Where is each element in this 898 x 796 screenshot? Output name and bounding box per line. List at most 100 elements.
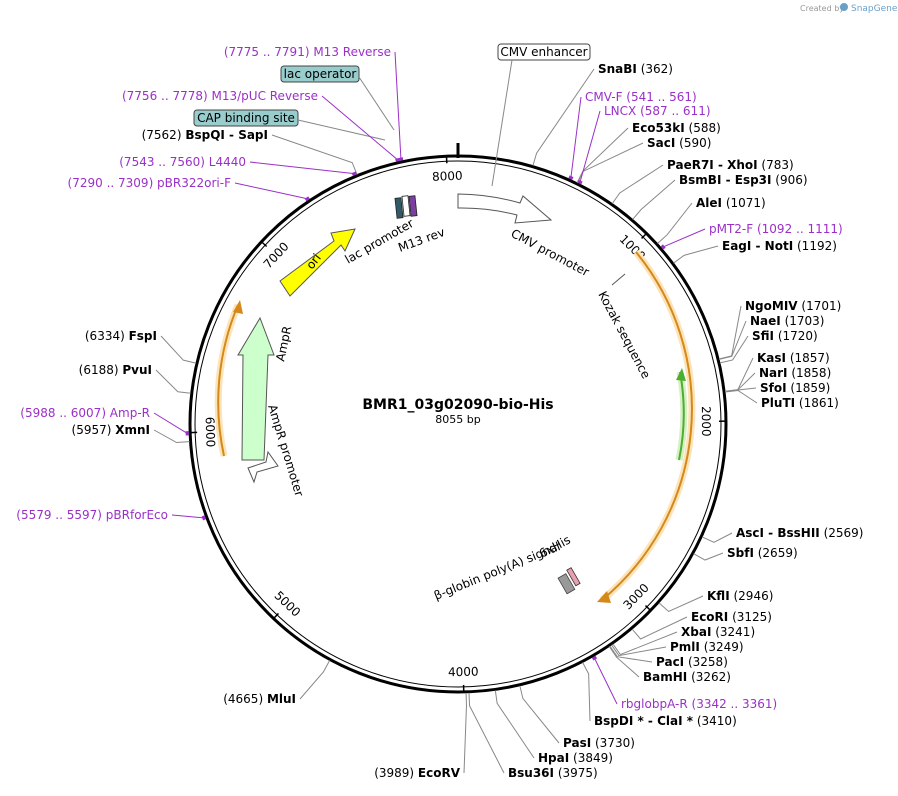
primer-leader xyxy=(394,51,402,160)
primer-marker xyxy=(351,171,357,176)
site-leader xyxy=(532,68,595,166)
ruler-tick xyxy=(644,605,652,611)
site-leader xyxy=(632,179,676,220)
restriction-site-label: AscI - BssHII (2569) xyxy=(736,526,863,540)
feature-label-polya: β-globin poly(A) signal xyxy=(432,539,562,603)
feature-label-cmv-promoter: CMV promoter xyxy=(509,226,592,279)
credit-brand: SnapGene xyxy=(851,4,898,14)
ampr-arrow xyxy=(237,316,275,461)
cap-site-leader xyxy=(297,119,386,141)
site-leader xyxy=(611,644,667,657)
restriction-site-label: PmlI (3249) xyxy=(670,640,744,654)
restriction-site-label: (6334) FspI xyxy=(85,329,157,343)
cmv-enhancer-label: CMV enhancer xyxy=(500,45,587,59)
primer-marker xyxy=(660,244,666,250)
primer-marker xyxy=(201,515,206,521)
site-leader xyxy=(658,595,704,613)
ruler-label: 2000 xyxy=(699,406,713,437)
restriction-site-label: SbfI (2659) xyxy=(727,546,798,560)
site-leader xyxy=(155,369,191,394)
primer-leader xyxy=(171,514,204,519)
primer-leader xyxy=(321,95,398,161)
primer-leader xyxy=(594,657,618,705)
primer-label: LNCX (587 .. 611) xyxy=(604,104,711,118)
ruler-tick xyxy=(641,232,648,239)
site-leader xyxy=(612,631,678,656)
primer-label: CMV-F (541 .. 561) xyxy=(585,90,697,104)
site-leader xyxy=(299,660,331,700)
site-leader xyxy=(271,134,358,175)
primer-leader xyxy=(579,110,601,183)
cmv-enhancer-box xyxy=(497,43,591,61)
restriction-site-label: KflI (2946) xyxy=(707,589,773,603)
site-leader xyxy=(494,690,535,759)
restriction-site-label: (5957) XmnI xyxy=(72,423,150,437)
primer-label: (5579 .. 5597) pBRforEco xyxy=(16,508,168,522)
restriction-site-label: (4665) MluI xyxy=(223,692,296,706)
restriction-site-label: EcoRI (3125) xyxy=(691,610,772,624)
site-leader xyxy=(657,202,693,244)
snapgene-credit: Created by SnapGene xyxy=(800,3,898,14)
site-leader xyxy=(468,692,505,774)
primer-leader xyxy=(662,228,706,248)
credit-text: Created by xyxy=(800,4,844,13)
kozak-mark xyxy=(611,273,626,286)
ruler-label: 6000 xyxy=(203,416,218,447)
site-leader xyxy=(718,305,742,360)
restriction-site-label: PasI (3730) xyxy=(563,736,635,750)
site-leader xyxy=(519,685,560,744)
restriction-site-label: KasI (1857) xyxy=(757,351,830,365)
primer-leader xyxy=(570,96,582,178)
inner-orf-arrowhead xyxy=(676,368,686,381)
left-arc-glow xyxy=(214,303,242,457)
primer-label: (7756 .. 7778) M13/pUC Reverse xyxy=(122,89,318,103)
restriction-site-label: NarI (1858) xyxy=(759,366,831,380)
ruler-tick xyxy=(273,612,280,620)
restriction-site-label: SnaBI (362) xyxy=(598,62,673,76)
boxed-labels: CMV enhancer lac operator CAP binding si… xyxy=(193,43,591,187)
primer-marker xyxy=(304,196,310,202)
orf-arc xyxy=(601,251,693,601)
m13-rev-mark xyxy=(408,195,418,217)
backbone-inner xyxy=(194,160,722,688)
site-leader xyxy=(631,616,688,640)
primer-marker xyxy=(398,157,404,161)
restriction-site-label: Bsu36I (3975) xyxy=(508,766,598,780)
lac-operator-leader xyxy=(358,76,395,131)
site-leader xyxy=(673,245,719,264)
site-leader xyxy=(609,645,653,663)
primer-label: rbglobpA-R (3342 .. 3361) xyxy=(621,697,777,711)
site-leader xyxy=(724,357,754,392)
feature-label-ampr-promoter: AmpR promoter xyxy=(265,403,306,498)
primer-label: (5988 .. 6007) Amp-R xyxy=(20,406,150,420)
plasmid-name: BMR1_03g02090-bio-His xyxy=(362,397,553,413)
restriction-site-label: PluTI (1861) xyxy=(761,396,839,410)
primer-leader xyxy=(234,182,308,200)
site-leader xyxy=(463,692,467,774)
restriction-site-label: (3989) EcoRV xyxy=(374,766,461,780)
site-leader xyxy=(582,662,591,722)
ruler-label: 4000 xyxy=(448,665,479,680)
primer-leader xyxy=(153,412,188,434)
primer-marker xyxy=(577,179,583,185)
lac-operator-mark xyxy=(394,197,404,219)
ampr-promoter-arrow xyxy=(247,450,279,484)
lac-promoter-mark xyxy=(401,195,411,217)
primer-label: (7290 .. 7309) pBR322ori-F xyxy=(68,176,232,190)
site-leader xyxy=(608,646,640,678)
primer-label: (7775 .. 7791) M13 Reverse xyxy=(224,45,391,59)
orf-arc-arrowhead xyxy=(597,591,611,603)
ori-arrow xyxy=(279,228,356,297)
lac-operator-label: lac operator xyxy=(284,67,357,81)
ruler-tick xyxy=(261,241,268,248)
feature-label-kozak: Kozak sequence xyxy=(595,289,653,381)
restriction-site-label: (6188) PvuI xyxy=(79,363,152,377)
ruler-label: 7000 xyxy=(261,239,292,271)
primer-marker xyxy=(591,655,598,661)
restriction-site-label: SfoI (1859) xyxy=(760,381,830,395)
restriction-site-label: EagI - NotI (1192) xyxy=(722,239,837,253)
restriction-site-label: PacI (3258) xyxy=(656,655,728,669)
cmv-promoter-arrow xyxy=(457,193,553,224)
restriction-site-label: PaeR7I - XhoI (783) xyxy=(667,158,794,172)
